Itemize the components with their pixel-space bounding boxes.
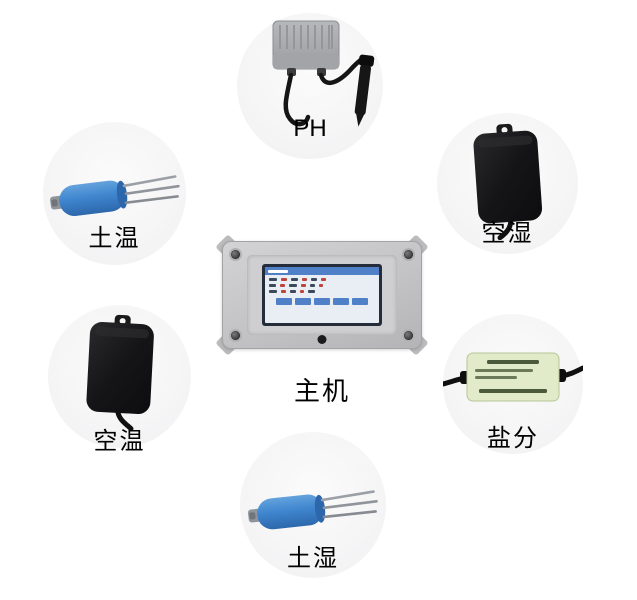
lcd-header-bar [265,267,379,275]
soil-temperature-sensor-image [49,175,180,216]
buzzer-hole [317,335,327,344]
soil-temperature-label: 土温 [88,225,141,252]
air-humidity-label: 空湿 [481,220,534,247]
screw-icon [231,250,240,259]
front-panel [247,255,397,335]
air-humidity-sensor-image [473,123,542,240]
soil-moisture-label: 土湿 [287,545,339,572]
air-temperature-label: 空温 [93,428,146,455]
main-unit-photo: 主机 [215,234,429,408]
salinity-sensor-image [443,352,583,402]
main-unit-label: 主机 [293,376,350,406]
screw-icon [404,331,413,340]
air-humidity-sensor-photo: 空湿 [437,113,578,254]
ph-sensor-photo: PH [237,13,383,159]
enclosure [222,241,422,349]
soil-moisture-sensor-photo: 土湿 [240,432,386,578]
air-temperature-sensor-image [85,314,154,431]
lcd-buttons-row [265,298,379,305]
soil-temperature-sensor-photo: 土温 [43,122,186,265]
screw-icon [231,331,240,340]
salinity-sensor-photo: 盐分 [443,314,583,454]
lcd-screen [265,267,379,323]
screw-icon [404,250,413,259]
ph-sensor-image [272,20,375,127]
ph-label: PH [293,115,327,142]
salinity-label: 盐分 [487,425,539,452]
lcd-display [262,264,382,326]
main-unit-image [215,234,429,356]
air-temperature-sensor-photo: 空温 [48,305,191,455]
soil-moisture-sensor-image [248,490,378,530]
